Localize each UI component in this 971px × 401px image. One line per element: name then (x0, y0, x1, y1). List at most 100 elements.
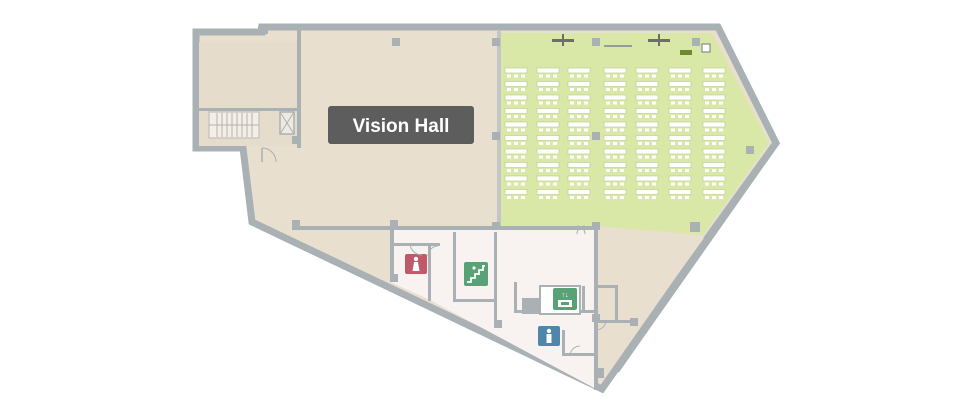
seat-chair (645, 155, 649, 159)
seat-chair (553, 142, 557, 145)
seat-chair (685, 182, 689, 186)
seat-chair (652, 88, 656, 91)
seat-chair (678, 74, 682, 78)
seat-table (536, 175, 560, 182)
seat-chair (553, 196, 557, 199)
seat-chair (570, 115, 574, 118)
seat-chair (638, 142, 642, 145)
seat-chair (539, 182, 543, 186)
seat-chair (620, 142, 624, 145)
seat-chair (584, 115, 588, 118)
seat-chair (546, 128, 550, 132)
seat-table (504, 162, 528, 168)
seat-chair (678, 196, 682, 199)
seat-table (567, 189, 591, 195)
seat-chair (577, 155, 581, 159)
seat-chair (652, 196, 656, 199)
seat-chair (577, 142, 581, 145)
seat-chair (570, 74, 574, 78)
seat-table (668, 67, 692, 74)
seat-chair (507, 74, 511, 78)
seat-table (603, 135, 627, 141)
seat-table (567, 148, 591, 155)
seat-chair (678, 101, 682, 105)
seat-chair (620, 169, 624, 172)
seat-chair (584, 88, 588, 91)
seat-table (702, 81, 726, 87)
seat-chair (514, 74, 518, 78)
seat-chair (613, 101, 617, 105)
restroom-men-icon (538, 326, 560, 346)
seat-chair (521, 115, 525, 118)
seat-chair (553, 88, 557, 91)
seat-chair (514, 101, 518, 105)
seat-chair (584, 142, 588, 145)
seat-chair (570, 155, 574, 159)
seat-chair (671, 74, 675, 78)
seat-chair (577, 101, 581, 105)
seat-chair (613, 88, 617, 91)
seat-chair (705, 115, 709, 118)
seat-chair (671, 101, 675, 105)
seat-chair (606, 74, 610, 78)
seat-chair (719, 142, 723, 145)
seat-chair (546, 169, 550, 172)
hall-bottom-wall (300, 226, 600, 230)
seat-chair (638, 101, 642, 105)
seat-chair (584, 169, 588, 172)
seat-chair (620, 88, 624, 91)
seat-chair (507, 142, 511, 145)
seat-chair (719, 169, 723, 172)
seat-chair (546, 142, 550, 145)
seat-chair (584, 128, 588, 132)
seat-chair (685, 74, 689, 78)
seat-table (567, 94, 591, 101)
seat-chair (678, 155, 682, 159)
seat-chair (570, 128, 574, 132)
seat-chair (638, 196, 642, 199)
seat-chair (712, 196, 716, 199)
seat-table (567, 175, 591, 182)
seat-chair (705, 74, 709, 78)
lower-right-room (598, 230, 704, 327)
seat-chair (638, 182, 642, 186)
hall-label: Vision Hall (328, 106, 474, 144)
door-swing (261, 147, 277, 163)
seat-table (536, 135, 560, 141)
seat-chair (712, 101, 716, 105)
seat-chair (719, 74, 723, 78)
partition-wall (497, 30, 501, 230)
seat-chair (678, 182, 682, 186)
seat-chair (620, 182, 624, 186)
seat-table (536, 148, 560, 155)
seat-chair (507, 196, 511, 199)
seat-chair (507, 155, 511, 159)
seat-chair (685, 142, 689, 145)
seat-chair (539, 115, 543, 118)
seat-chair (521, 196, 525, 199)
seat-chair (584, 74, 588, 78)
seat-table (504, 148, 528, 155)
seat-chair (606, 155, 610, 159)
seat-chair (671, 155, 675, 159)
seat-chair (620, 155, 624, 159)
left-stairwell (208, 111, 260, 139)
seat-table (603, 121, 627, 128)
seat-chair (652, 155, 656, 159)
seat-table (702, 67, 726, 74)
seat-chair (645, 196, 649, 199)
seat-chair (521, 182, 525, 186)
seat-chair (671, 88, 675, 91)
seat-chair (685, 88, 689, 91)
seat-chair (584, 155, 588, 159)
seat-chair (705, 88, 709, 91)
seat-chair (705, 182, 709, 186)
seat-chair (553, 115, 557, 118)
seat-chair (546, 115, 550, 118)
seat-chair (539, 101, 543, 105)
seat-chair (577, 169, 581, 172)
seat-table (635, 135, 659, 141)
seat-chair (685, 169, 689, 172)
seat-chair (638, 155, 642, 159)
